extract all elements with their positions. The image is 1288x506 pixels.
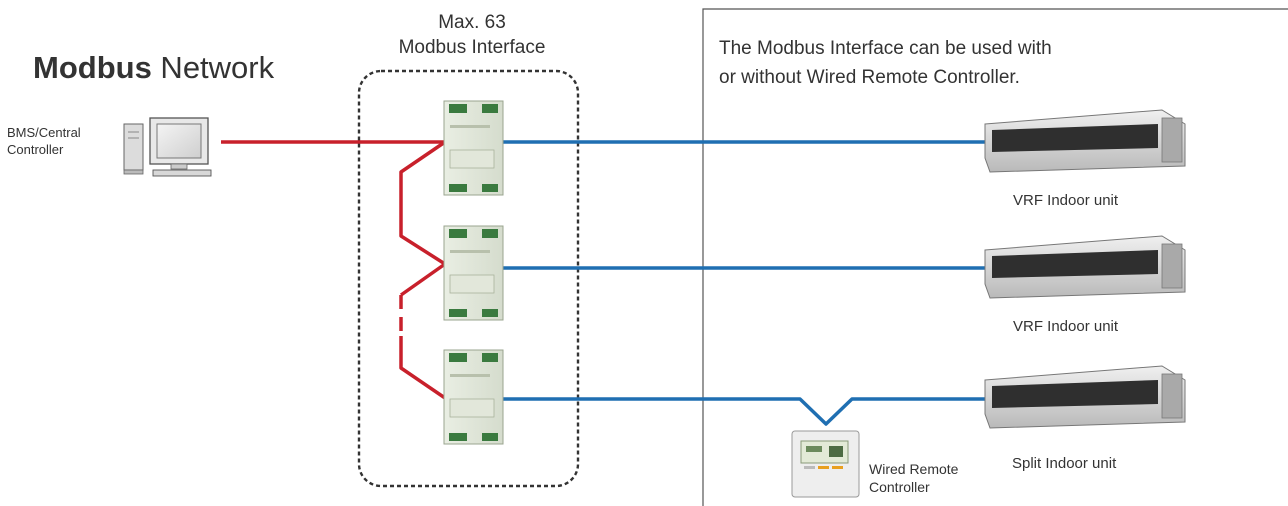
indoor-unit-2 xyxy=(984,235,1186,299)
network-title: Modbus Network xyxy=(33,50,275,85)
wired-remote-controller-icon xyxy=(791,430,860,498)
bms-label: BMS/Central Controller xyxy=(7,125,81,157)
remote-label: Wired Remote Controller xyxy=(869,461,959,495)
indoor-unit-label: VRF Indoor unit xyxy=(1013,318,1119,335)
indoor-unit-3 xyxy=(984,365,1186,429)
modbus-interface-1 xyxy=(443,100,504,196)
indoor-unit-label: Split Indoor unit xyxy=(1012,455,1117,472)
interface-group-boundary xyxy=(357,69,580,488)
interface-group-label: Max. 63 Modbus Interface xyxy=(398,12,546,58)
indoor-unit-1 xyxy=(984,109,1186,173)
modbus-interface-2 xyxy=(443,225,504,321)
indoor-unit-label: VRF Indoor unit xyxy=(1013,192,1119,209)
modbus-bus-line xyxy=(221,140,447,400)
scope-frame xyxy=(702,8,1288,506)
modbus-interface-3 xyxy=(443,349,504,445)
computer-icon xyxy=(123,117,212,177)
indoor-lines xyxy=(503,140,985,426)
usage-note: The Modbus Interface can be used with or… xyxy=(719,38,1052,88)
